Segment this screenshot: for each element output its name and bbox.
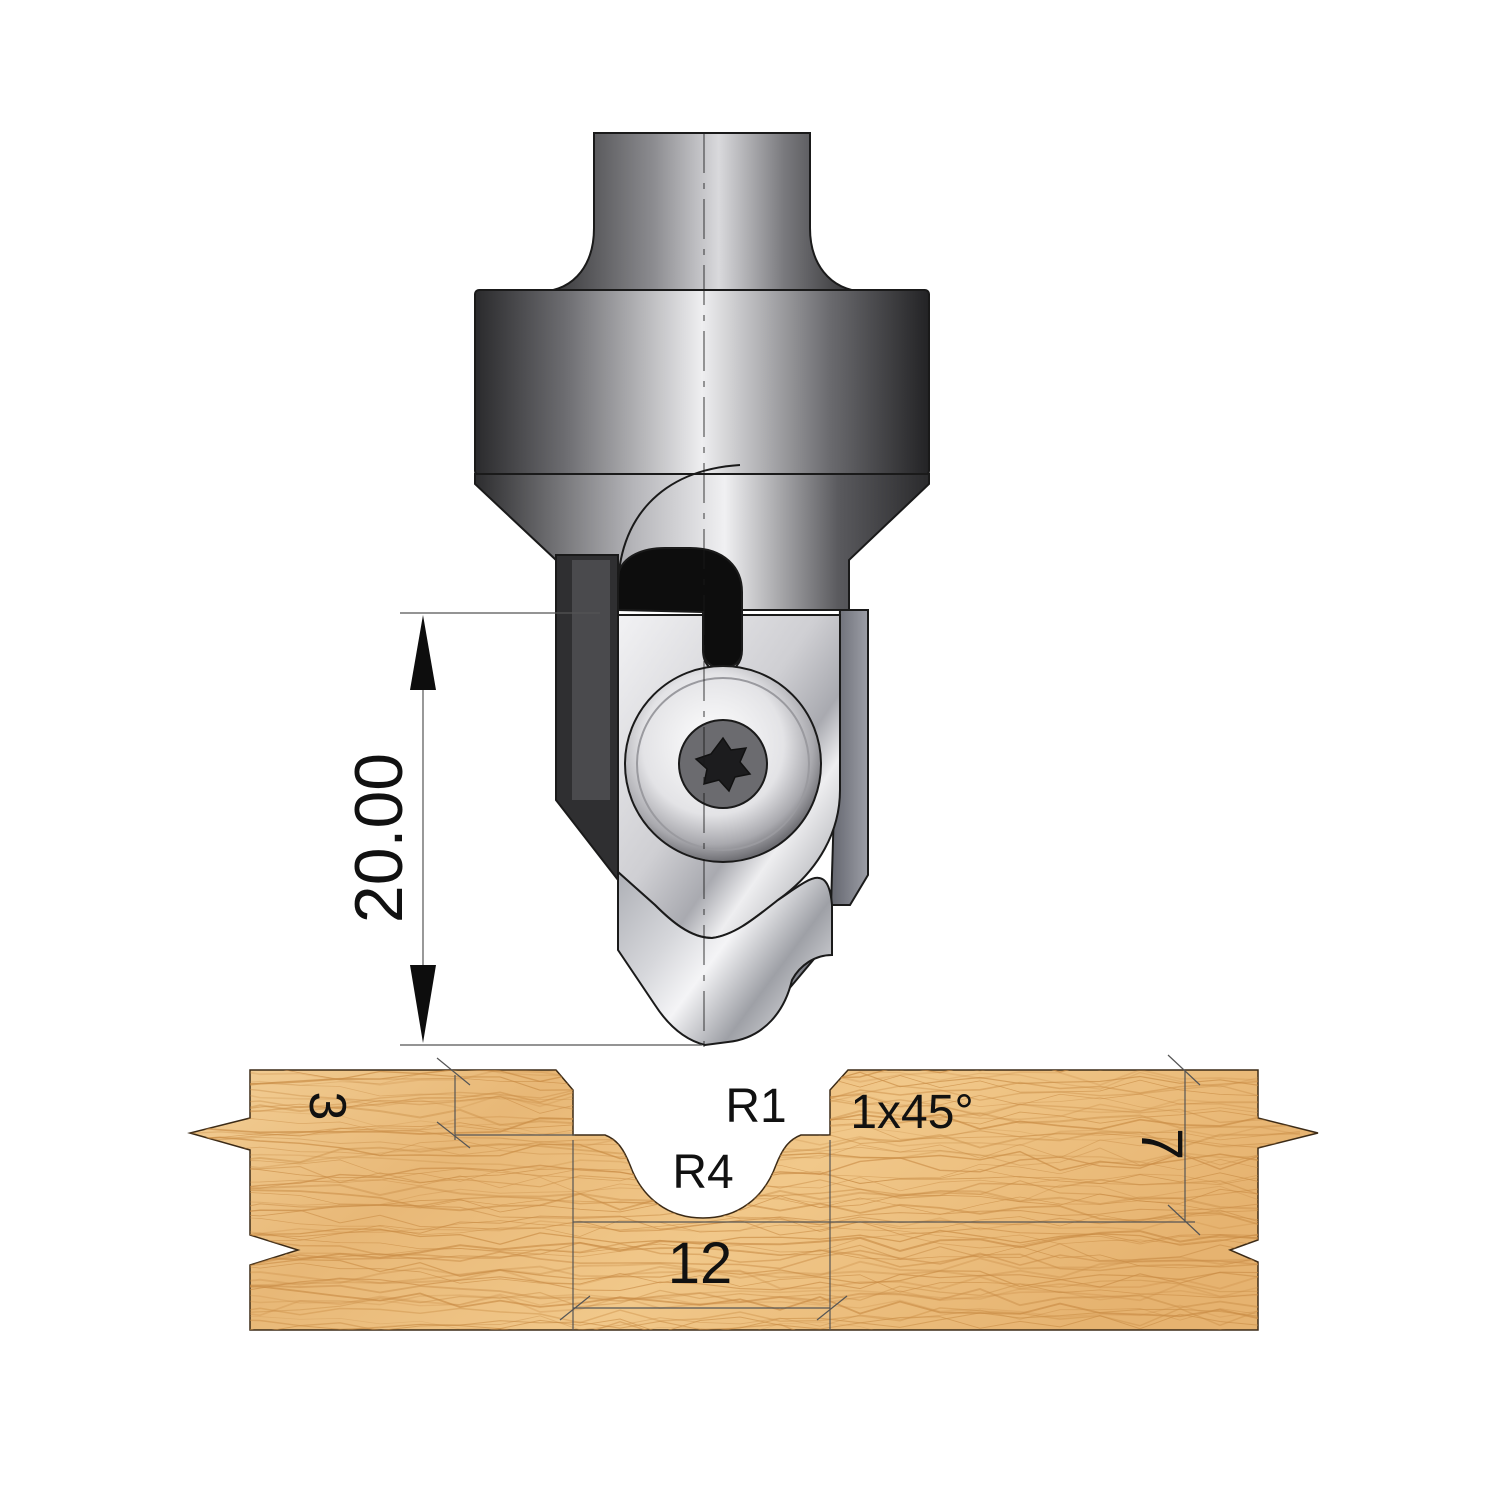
wood-grain-line [190, 1329, 1301, 1330]
wood-grain-line [190, 1313, 1301, 1330]
wood-grain-line [190, 1216, 1301, 1235]
wood-grain-line [190, 1279, 1301, 1315]
torx-screw-icon [624, 665, 822, 863]
wood-grain-line [190, 1203, 1301, 1238]
label-groove-width: 12 [668, 1231, 733, 1296]
wood-grain-line [190, 1225, 1301, 1263]
wood-grain-line [190, 1249, 1301, 1270]
wood-grain-line [190, 1308, 1301, 1330]
wood-grain-line [190, 1233, 1301, 1272]
chip-gullet [617, 547, 743, 670]
label-right-depth: 7 [1129, 1128, 1194, 1160]
wood-grain-line [190, 1070, 1301, 1086]
wood-grain-line [190, 1228, 1301, 1246]
bearing-collar [474, 289, 930, 476]
wood-grain-line [190, 1262, 1301, 1299]
wood-grain-line [190, 1302, 1301, 1330]
label-top-radius: R1 [725, 1080, 786, 1133]
wood-grain-line [190, 1232, 1301, 1269]
wood-grain-line [190, 1214, 1301, 1245]
wood-grain-line [190, 1282, 1301, 1322]
wood-grain-line [190, 1284, 1301, 1309]
wood-grain-line [190, 1268, 1301, 1290]
arrowhead-icon [410, 965, 436, 1043]
label-groove-radius: R4 [672, 1146, 733, 1199]
arrowhead-icon [410, 615, 436, 690]
wood-grain-line [190, 1271, 1301, 1295]
insert-cutting-edge [617, 869, 833, 1047]
wood-grain-line [190, 1316, 1301, 1330]
wood-grain-line [190, 1214, 1301, 1246]
wood-grain-line [190, 1242, 1301, 1262]
wood-grain-line [190, 1283, 1301, 1318]
label-cut-height: 20.00 [341, 753, 417, 923]
router-bit [474, 132, 930, 1050]
wood-grain-line [190, 1314, 1301, 1330]
wood-grain-line [190, 1259, 1301, 1288]
dimension-lines [400, 612, 1201, 1330]
wood-grain-line [190, 1230, 1301, 1261]
label-left-depth: 3 [298, 1092, 356, 1121]
wood-grain-line [190, 1070, 1301, 1071]
dimension-arrows [410, 615, 436, 1043]
wood-grain-line [190, 1289, 1301, 1318]
wood-grain-line [190, 1286, 1301, 1306]
label-chamfer: 1x45° [850, 1086, 973, 1139]
wood-grain-line [190, 1250, 1301, 1287]
shank [539, 132, 866, 293]
